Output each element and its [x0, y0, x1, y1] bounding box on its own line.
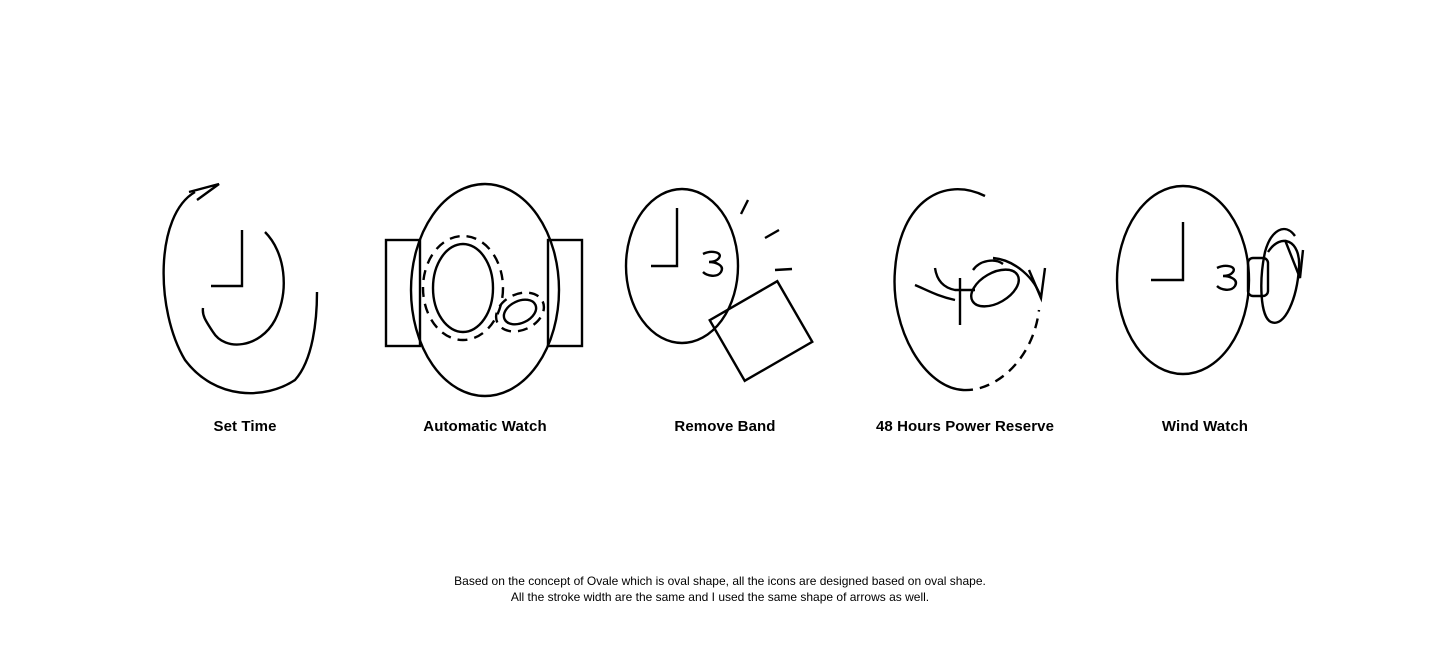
wind-watch-icon	[1115, 184, 1305, 376]
wind-watch-label: Wind Watch	[1161, 418, 1249, 435]
power-reserve-icon	[893, 188, 1047, 392]
power-reserve-label: 48 Hours Power Reserve	[875, 418, 1055, 435]
icon-row: Set Time Automatic Watch	[0, 170, 1440, 450]
automatic-watch-icon	[384, 182, 584, 398]
description-line-2: All the stroke width are the same and I …	[510, 590, 930, 604]
remove-band-item: Remove Band	[605, 170, 845, 450]
set-time-label: Set Time	[213, 418, 277, 435]
remove-band-icon	[624, 187, 814, 383]
set-time-icon	[162, 182, 319, 395]
wind-watch-item: Wind Watch	[1085, 170, 1325, 450]
automatic-watch-label: Automatic Watch	[423, 418, 547, 435]
remove-band-label: Remove Band	[674, 418, 776, 435]
description-line-1: Based on the concept of Ovale which is o…	[454, 574, 986, 588]
set-time-item: Set Time	[125, 170, 365, 450]
power-reserve-item: 48 Hours Power Reserve	[845, 170, 1085, 450]
automatic-watch-item: Automatic Watch	[365, 170, 605, 450]
